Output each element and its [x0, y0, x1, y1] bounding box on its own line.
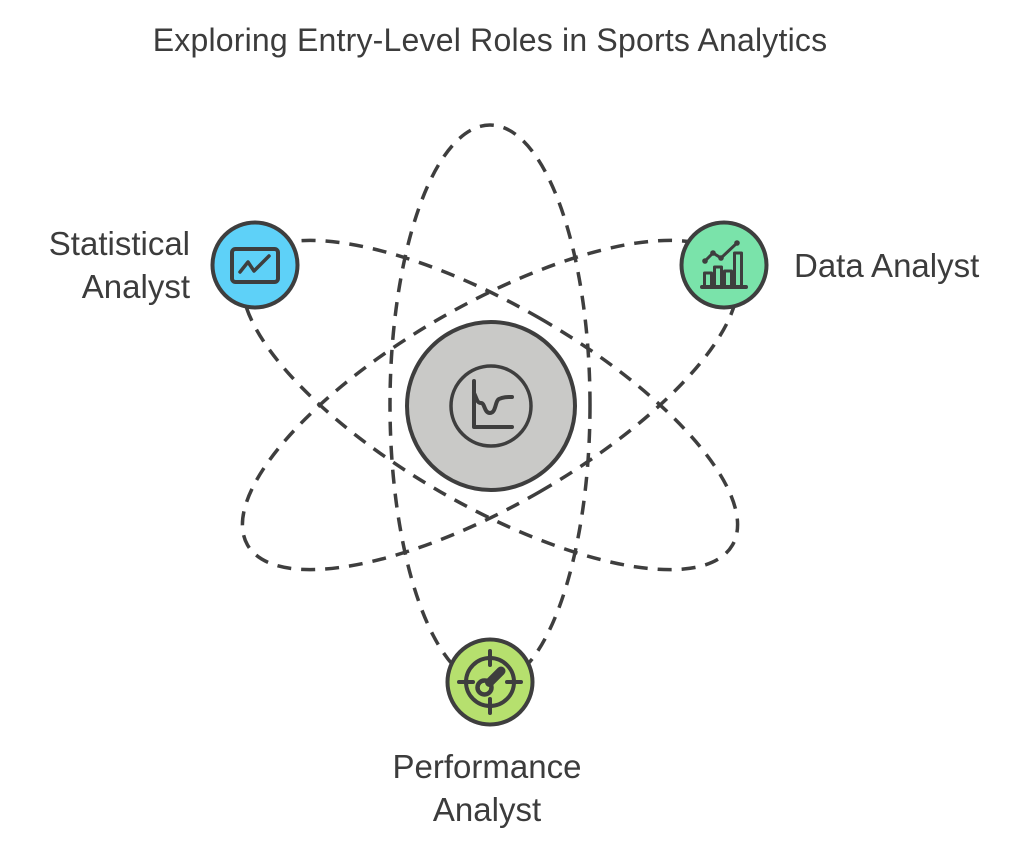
- label-line: Data Analyst: [794, 247, 980, 284]
- node-data-analyst: [679, 220, 769, 310]
- label-data-analyst: Data Analyst: [794, 244, 979, 287]
- label-line: Performance: [392, 748, 582, 785]
- monitor-trend-icon: [230, 247, 280, 284]
- data-analyst-circle: [679, 220, 769, 310]
- bar-chart-trend-icon: [700, 240, 748, 289]
- center-node: [405, 320, 577, 492]
- statistical-analyst-circle: [210, 220, 300, 310]
- node-statistical-analyst: [210, 220, 300, 310]
- node-performance-analyst: [445, 637, 535, 727]
- label-performance-analyst: Performance Analyst: [287, 745, 687, 831]
- label-line: Analyst: [432, 791, 542, 828]
- label-line: Analyst: [81, 268, 190, 305]
- gauge-target-icon: [457, 649, 523, 715]
- label-line: Statistical: [48, 225, 190, 262]
- line-chart-icon: [449, 364, 533, 448]
- center-node-circle: [405, 320, 577, 492]
- page-title: Exploring Entry-Level Roles in Sports An…: [152, 22, 828, 58]
- label-statistical-analyst: Statistical Analyst: [0, 222, 190, 308]
